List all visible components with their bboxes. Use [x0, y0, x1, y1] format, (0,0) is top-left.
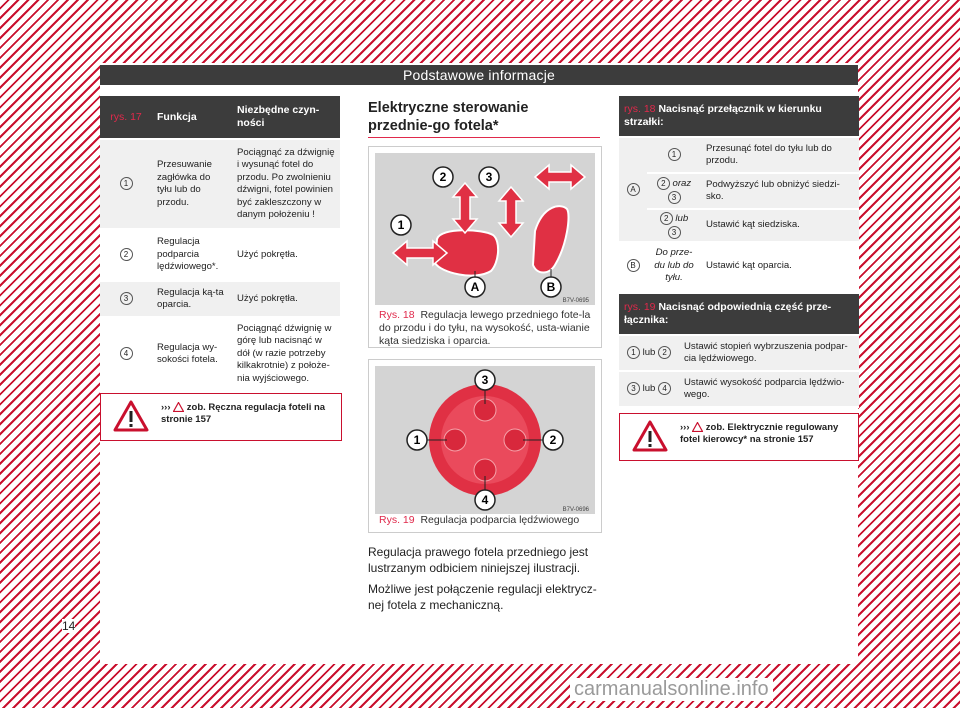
description-cell: Ustawić kąt oparcia.	[701, 242, 859, 292]
figure-label: Rys. 18	[379, 309, 415, 321]
action-cell: Użyć pokrętła.	[232, 281, 340, 318]
figure-18: 1 2 3 A B B7V-0695 Rys. 18 Regulacja lew…	[368, 146, 602, 348]
join-word: lub	[642, 383, 656, 395]
action-cell: Pociągnąć za dźwignię i wysunąć fotel do…	[232, 139, 340, 230]
warning-link-text: zob. Ręczna regulacja foteli na stronie …	[161, 402, 326, 425]
table-row: 2 Regulacja podparcia lędźwiowego*. Użyć…	[100, 229, 340, 282]
table-fig-label: rys. 19	[624, 301, 656, 313]
warning-box-left: ››› zob. Ręczna regulacja foteli na stro…	[100, 393, 342, 441]
section-heading: Elektryczne sterowanie przednie-go fotel…	[368, 100, 529, 134]
figure-18-caption: Rys. 18 Regulacja lewego przedniego fote…	[379, 309, 593, 348]
number-marker: 3	[667, 225, 681, 239]
description-cell: Ustawić wysokość podparcia lędźwio-wego.	[679, 371, 859, 408]
description-cell: Podwyższyć lub obniżyć siedzi-sko.	[701, 173, 859, 210]
number-marker: 1	[667, 148, 681, 162]
number-marker: 3	[119, 292, 133, 306]
seat-controls-illustration: 1 2 3 A B B7V-0695	[375, 153, 595, 305]
table-row: A 1 Przesunąć fotel do tyłu lub do przod…	[619, 137, 859, 244]
table-header-row: rys. 17 Funkcja Niezbędne czyn- ności	[100, 96, 340, 140]
number-marker: 1	[119, 177, 133, 191]
link-arrows: ›››	[161, 402, 171, 413]
link-arrows: ›››	[680, 422, 690, 433]
function-table: rys. 17 Funkcja Niezbędne czyn- ności 1 …	[100, 96, 340, 392]
number-marker: 1	[626, 346, 640, 360]
table-fig-label: rys. 18	[624, 103, 656, 115]
table-row: 3 lub 4 Ustawić wysokość podparcia lędźw…	[619, 371, 859, 408]
description-cell: Przesunąć fotel do tyłu lub do przodu.	[701, 137, 859, 174]
group-marker-a: A	[626, 182, 640, 196]
small-warning-icon	[692, 422, 704, 432]
table-header-fig: rys. 17	[100, 96, 152, 140]
number-marker: 2	[656, 177, 670, 191]
marker-1: 1	[414, 433, 421, 447]
description-cell: Ustawić kąt siedziska.	[701, 209, 859, 244]
lumbar-switch-table: rys. 19 Nacisnąć odpowiednią część prze-…	[619, 294, 859, 408]
number-marker: 3	[626, 382, 640, 396]
caption-text: Regulacja lewego przedniego fote-la do p…	[379, 309, 591, 347]
number-marker: 2	[658, 346, 672, 360]
switch-table: rys. 18 Nacisnąć przełącznik w kierunku …	[619, 96, 859, 292]
marker-3: 3	[486, 170, 493, 184]
warning-box-right: ››› zob. Elektrycznie regulowany fotel k…	[619, 413, 859, 461]
warning-triangle-icon	[113, 400, 149, 432]
table-header-action: Niezbędne czyn- ności	[232, 96, 340, 140]
function-cell: Regulacja podparcia lędźwiowego*.	[152, 229, 232, 282]
marker-a: A	[471, 280, 480, 294]
caption-text: Regulacja podparcia lędźwiowego	[420, 514, 580, 526]
table-header-text: Nacisnąć przełącznik w kierunku strzałki…	[624, 103, 822, 128]
table-row: 2 lub 3 Ustawić kąt siedziska.	[619, 209, 859, 244]
join-word: oraz	[672, 178, 692, 190]
marker-3: 3	[482, 373, 489, 387]
marker-b: B	[547, 280, 556, 294]
table-row: 3 Regulacja ką-ta oparcia. Użyć pokrętła…	[100, 281, 340, 318]
lumbar-switch-illustration: 3 1 2 4 B7V-0696	[375, 366, 595, 514]
marker-1: 1	[398, 218, 405, 232]
manual-page: Podstawowe informacje rys. 17 Funkcja Ni…	[62, 63, 859, 664]
small-warning-icon	[173, 402, 185, 412]
heading-divider	[368, 137, 600, 138]
body-paragraph-2: Możliwe jest połączenie regulacji elektr…	[368, 582, 597, 612]
table-row: 1 lub 2 Ustawić stopień wybrzuszenia pod…	[619, 335, 859, 372]
switch-table-header: rys. 18 Nacisnąć przełącznik w kierunku …	[619, 96, 859, 138]
function-cell: Regulacja ką-ta oparcia.	[152, 281, 232, 318]
table-row: 4 Regulacja wy-sokości fotela. Pociągnąć…	[100, 317, 340, 392]
figure-19-caption: Rys. 19 Regulacja podparcia lędźwiowego	[379, 514, 593, 527]
table-row: 1 Przesuwanie zagłówka do tyłu lub do pr…	[100, 139, 340, 230]
join-word: lub	[642, 347, 656, 359]
function-cell: Regulacja wy-sokości fotela.	[152, 317, 232, 392]
page-header: Podstawowe informacje	[100, 65, 858, 85]
group-marker-b: B	[626, 259, 640, 273]
watermark: carmanualsonline.info	[570, 678, 773, 701]
figure-label: Rys. 19	[379, 514, 415, 526]
lumbar-table-header: rys. 19 Nacisnąć odpowiednią część prze-…	[619, 294, 859, 336]
number-marker: 2	[659, 212, 673, 225]
figure-19: 3 1 2 4 B7V-0696 Rys. 19 Regulacja podpa…	[368, 359, 602, 533]
warning-text-right[interactable]: ››› zob. Elektrycznie regulowany fotel k…	[680, 422, 858, 446]
table-header-text: Nacisnąć odpowiednią część prze-łącznika…	[624, 301, 832, 326]
body-paragraph-1: Regulacja prawego fotela przedniego jest…	[368, 545, 589, 575]
table-header-function: Funkcja	[152, 96, 232, 140]
number-marker: 4	[119, 347, 133, 361]
figure-code: B7V-0695	[563, 298, 590, 304]
warning-text-left[interactable]: ››› zob. Ręczna regulacja foteli na stro…	[161, 402, 341, 426]
function-cell: Przesuwanie zagłówka do tyłu lub do przo…	[152, 139, 232, 230]
marker-2: 2	[440, 170, 447, 184]
page-number: 14	[62, 619, 76, 633]
number-marker: 3	[667, 191, 681, 204]
action-cell: Pociągnąć dźwignię w górę lub nacisnąć w…	[232, 317, 340, 392]
figure-code: B7V-0696	[563, 507, 590, 513]
action-cell: Użyć pokrętła.	[232, 229, 340, 282]
description-cell: Ustawić stopień wybrzuszenia podpar-cia …	[679, 335, 859, 372]
table-row: B Do prze-du lub do tyłu. Ustawić kąt op…	[619, 242, 859, 292]
join-word: lub	[675, 213, 689, 225]
warning-link-text: zob. Elektrycznie regulowany fotel kiero…	[680, 422, 839, 445]
direction-cell: Do prze-du lub do tyłu.	[654, 247, 694, 284]
number-marker: 4	[658, 382, 672, 396]
table-row: 2 oraz 3 Podwyższyć lub obniżyć siedzi-s…	[619, 173, 859, 210]
number-marker: 2	[119, 248, 133, 262]
marker-4: 4	[482, 493, 489, 507]
marker-2: 2	[550, 433, 557, 447]
warning-triangle-icon	[632, 420, 668, 452]
